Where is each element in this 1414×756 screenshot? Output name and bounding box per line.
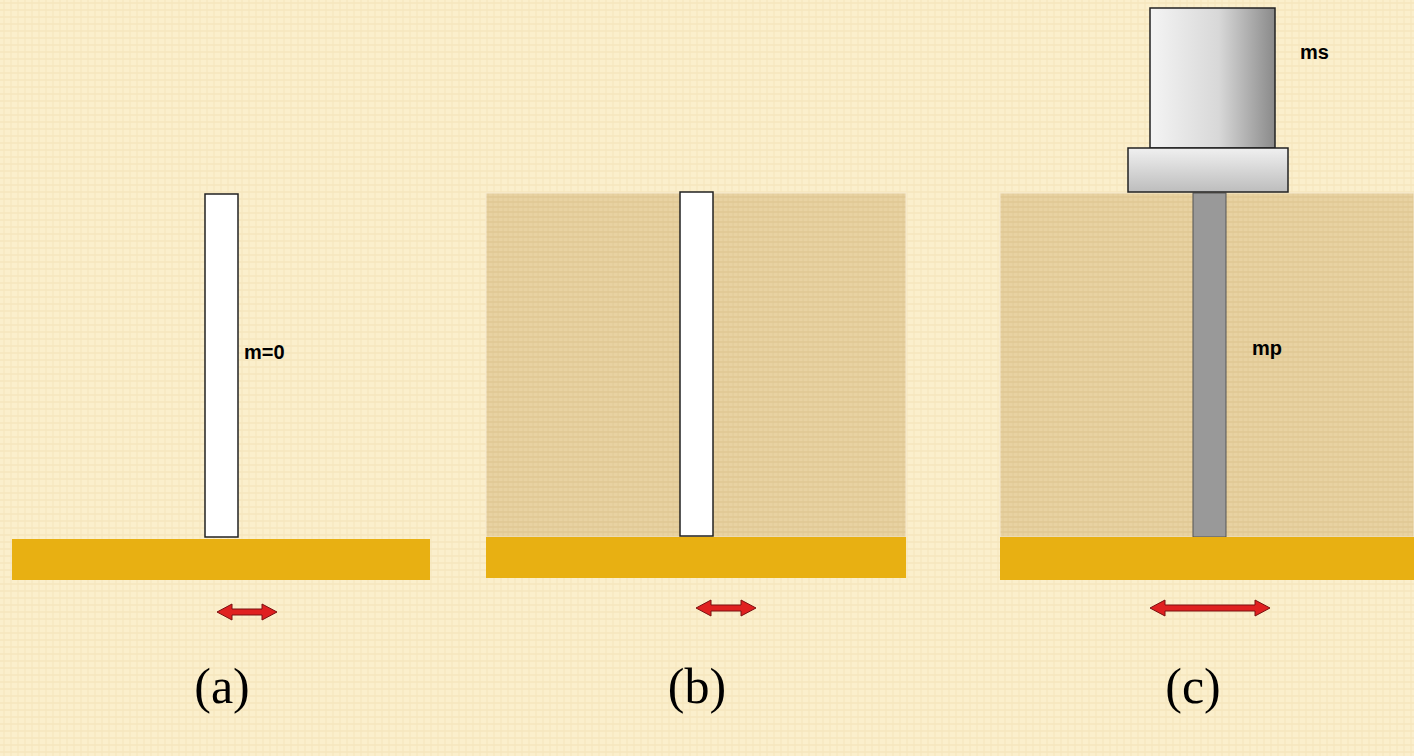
soil-block — [486, 193, 906, 537]
pile — [1193, 193, 1226, 537]
massless-pile — [680, 192, 713, 536]
massless-pile — [205, 194, 238, 537]
shaking-arrow — [696, 600, 756, 616]
superstructure-mass — [1150, 8, 1275, 148]
base-plate — [1000, 537, 1414, 580]
panel-label: (b) — [668, 661, 726, 711]
shaking-arrow — [1150, 600, 1270, 616]
soil-block — [1000, 193, 1414, 537]
mass-label: m=0 — [244, 342, 285, 362]
mass-label: mp — [1252, 338, 1282, 358]
panel-label: (a) — [194, 661, 250, 711]
mass-label: ms — [1300, 42, 1329, 62]
panel-label: (c) — [1165, 661, 1221, 711]
base-plate — [12, 539, 430, 580]
base-plate — [486, 537, 906, 578]
pile-cap — [1128, 148, 1288, 192]
shaking-arrow — [217, 604, 277, 620]
